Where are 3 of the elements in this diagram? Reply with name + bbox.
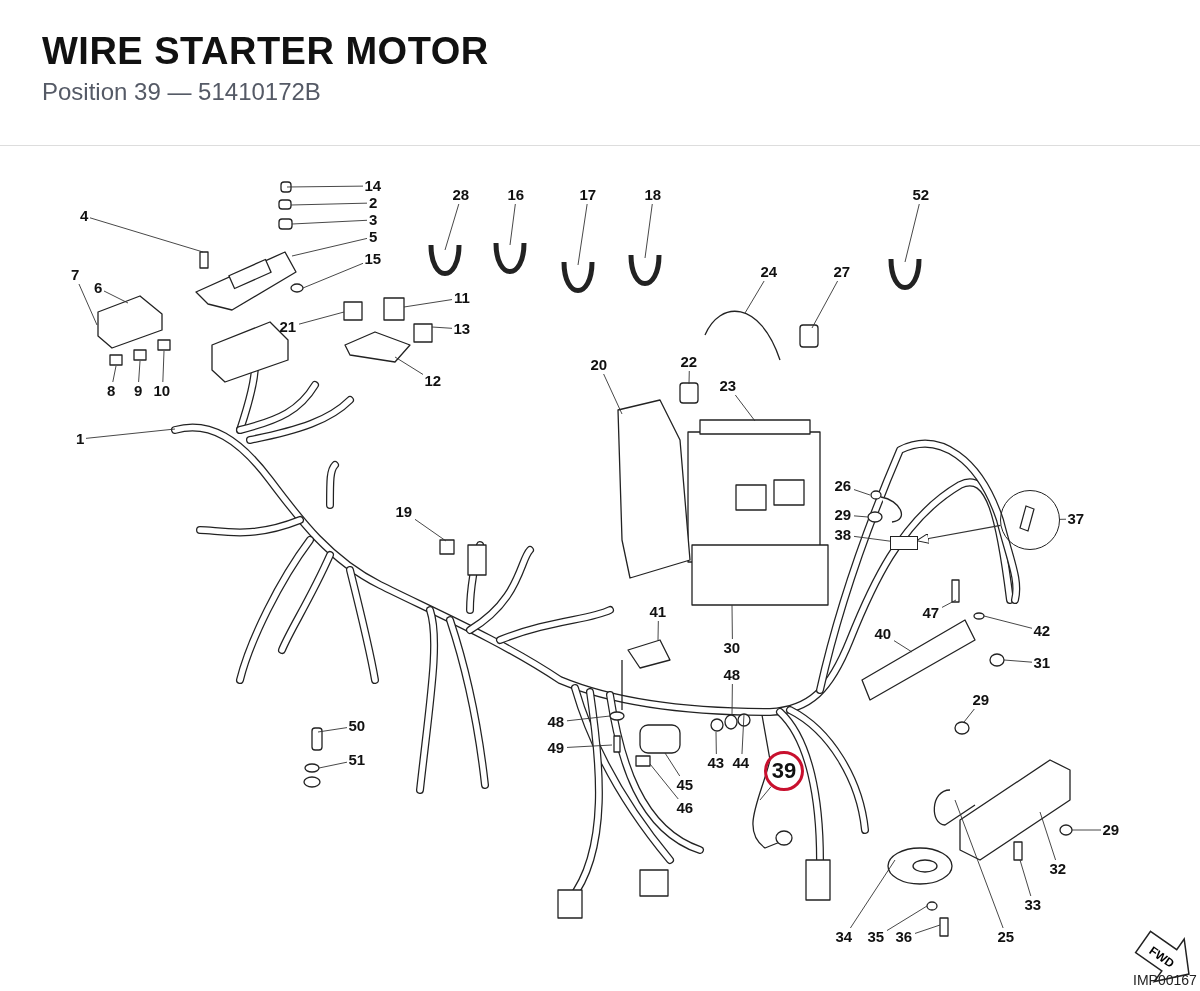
drawing-number: IMP00167 [1133,972,1197,988]
title: WIRE STARTER MOTOR [42,30,489,73]
subtitle: Position 39 — 51410172B [42,78,321,106]
